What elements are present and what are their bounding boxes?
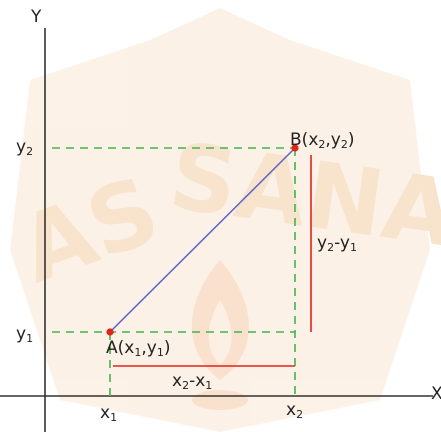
point-b-label: B(x2,y2): [290, 130, 354, 151]
tick-label-y1: y1: [16, 324, 33, 345]
horizontal-difference-label: x2-x1: [172, 371, 212, 392]
watermark: AS SANA: [7, 8, 441, 432]
y-axis-label: Y: [30, 7, 42, 27]
flame-icon: [191, 260, 249, 410]
point-a-label: A(x1,y1): [106, 338, 170, 359]
vertical-difference-label: y2-y1: [317, 233, 357, 254]
tick-label-x2: x2: [286, 400, 303, 421]
tick-label-x1: x1: [100, 403, 117, 424]
point-a: [106, 328, 114, 336]
guide-lines: [52, 147, 297, 400]
point-b: [291, 144, 299, 152]
x-axis-label: X: [431, 384, 441, 404]
axes: Y X: [0, 7, 441, 432]
segment-ab: [109, 147, 296, 333]
tick-label-y2: y2: [16, 137, 33, 158]
